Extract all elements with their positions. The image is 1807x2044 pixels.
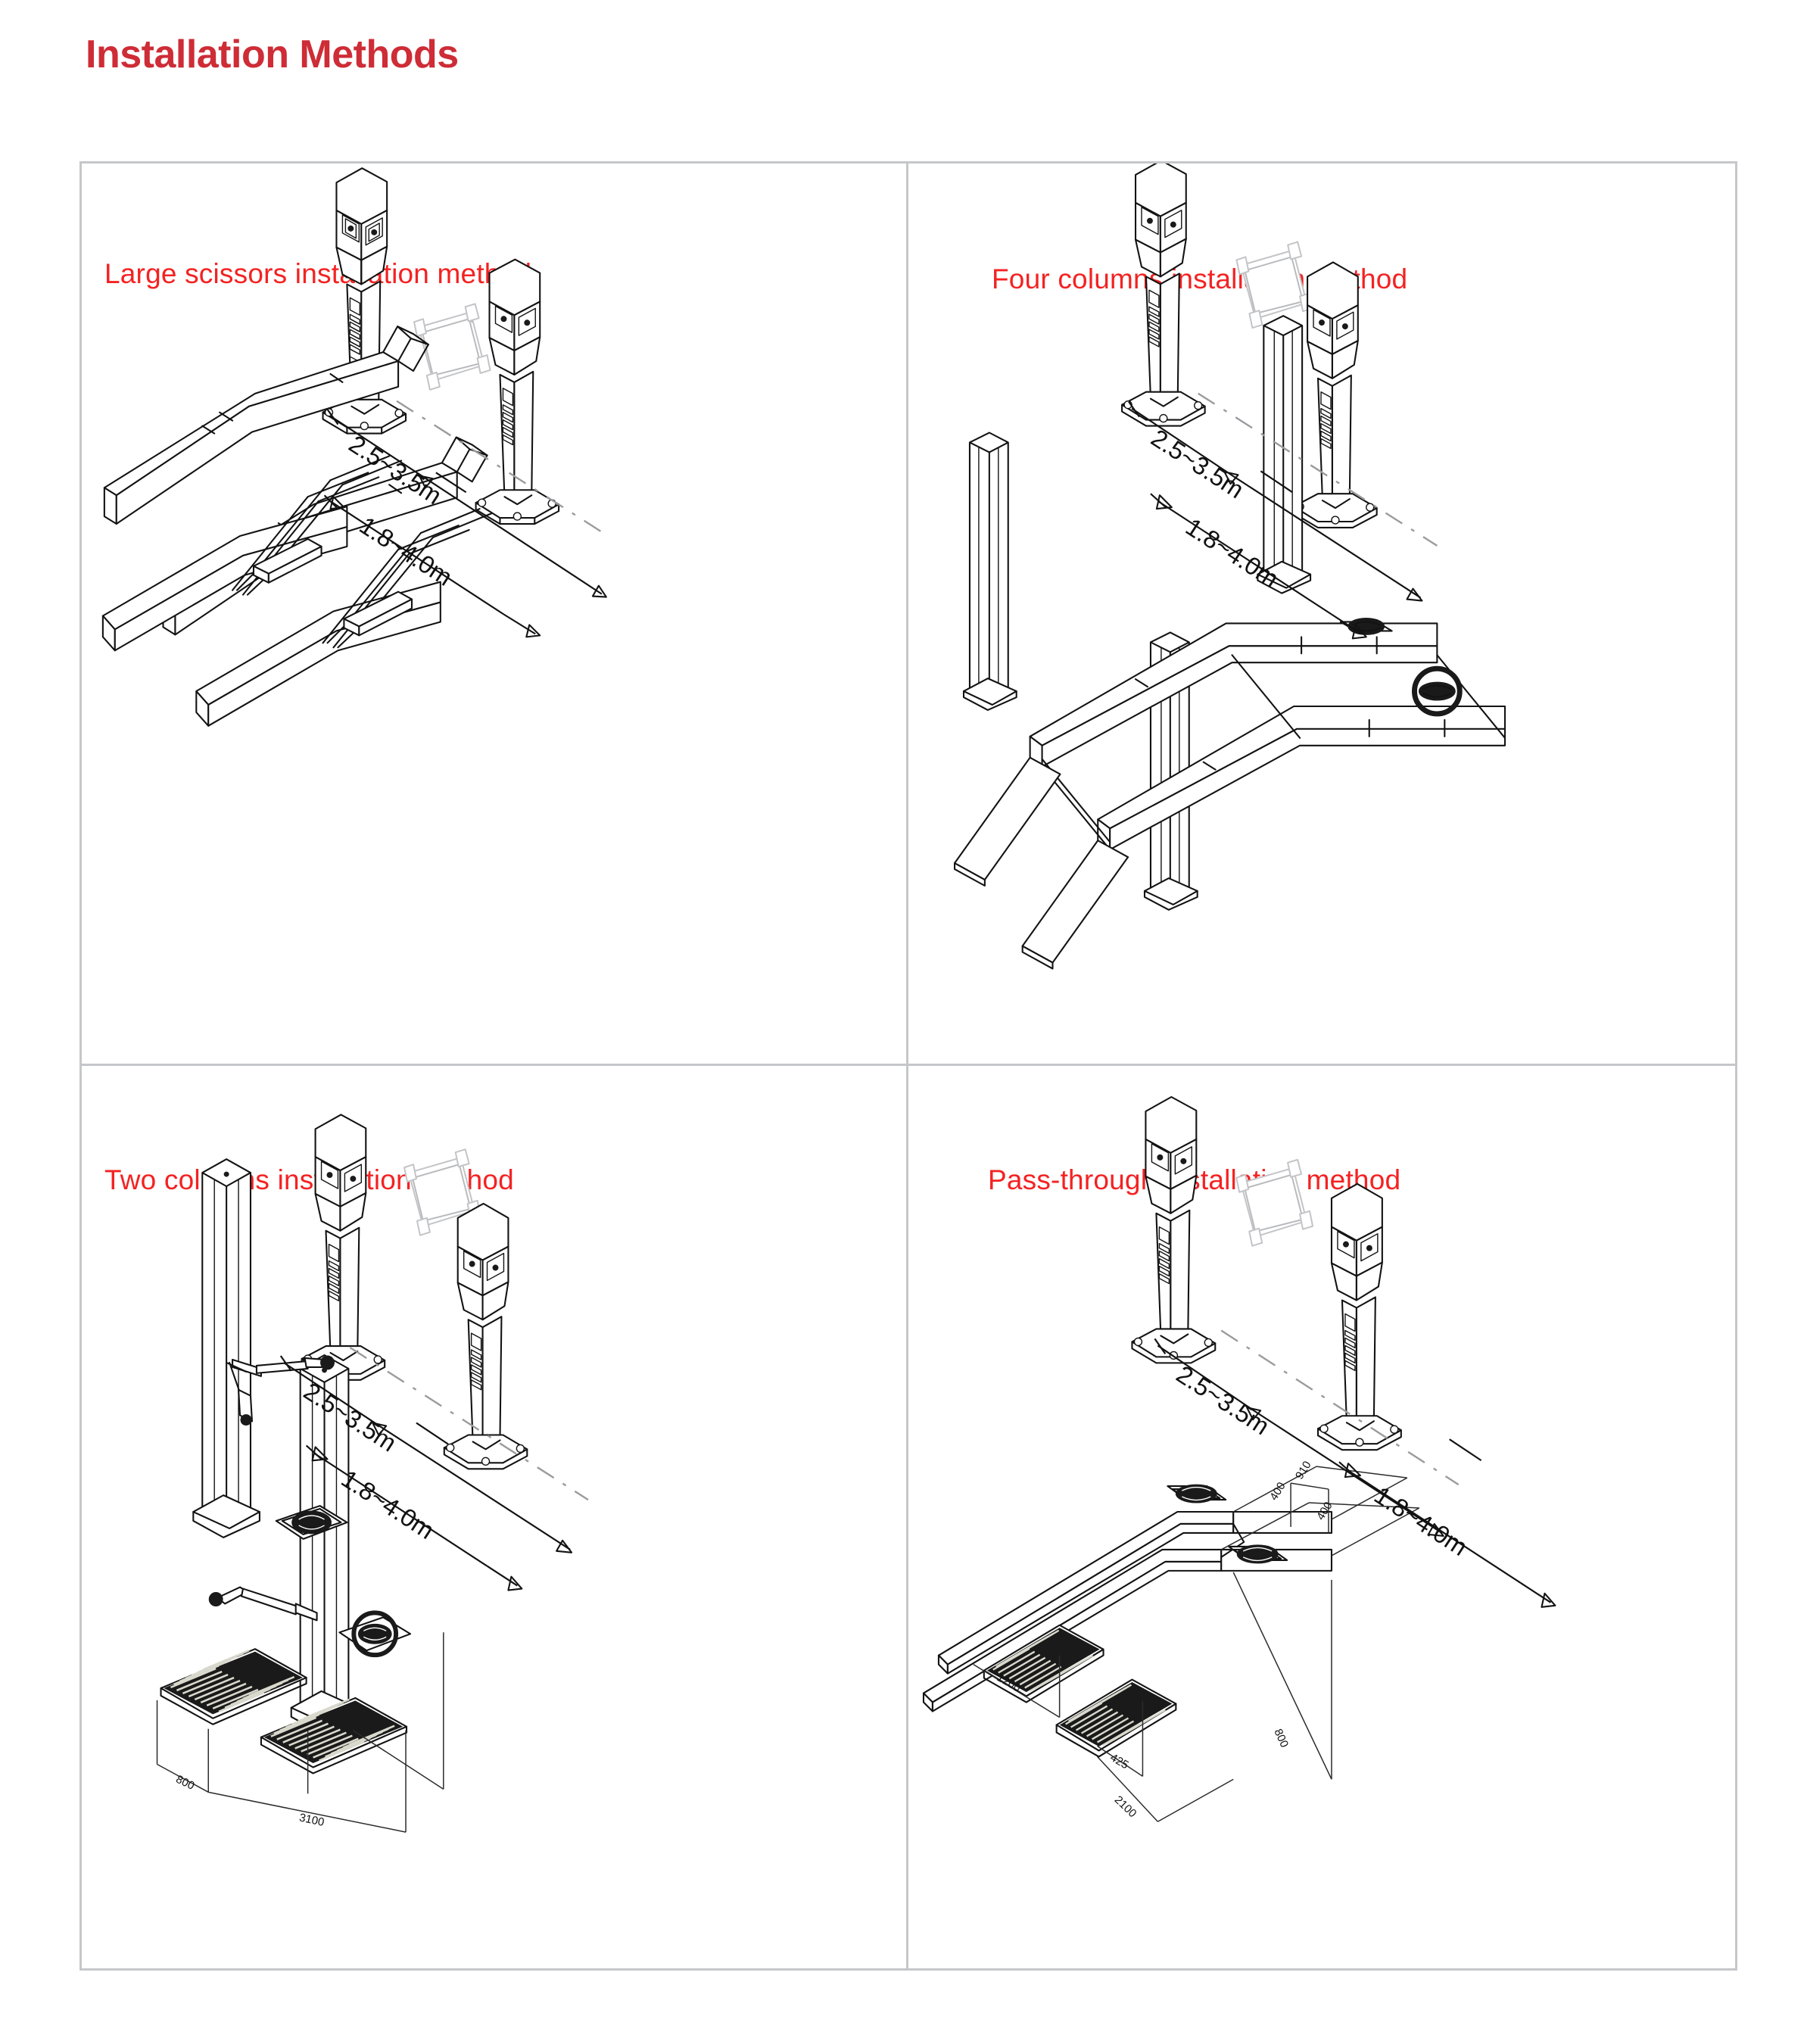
- camera-tower-rear: [475, 258, 560, 525]
- page-title: Installation Methods: [86, 33, 459, 76]
- turn-plate-2: [1228, 1544, 1288, 1564]
- turn-plate-1: [275, 1505, 348, 1540]
- dimension-tower-to-tower: 1.8~4.0m: [1338, 1438, 1556, 1608]
- dimension-label-2-5-3-5: 2.5~3.5m: [1146, 423, 1249, 503]
- camera-tower-front: [1131, 1095, 1217, 1364]
- dimension-label-2100: 800: [1271, 1727, 1291, 1750]
- turn-plate-2: [338, 1610, 412, 1658]
- turn-plate-2: [1411, 665, 1463, 717]
- two-post-lift: 800 3100: [156, 1158, 444, 1833]
- dimension-label-1-8-4-0: 1.8~4.0m: [355, 511, 458, 591]
- slip-plate-1: [983, 1624, 1104, 1703]
- panel-two-columns: Two columns installation method: [82, 1066, 908, 1968]
- diagram-two-columns: 800 3100 2.5~3.5m 1.8~4: [156, 1114, 589, 1833]
- slip-plate-2: [1055, 1678, 1177, 1758]
- camera-tower-rear: [1293, 261, 1378, 529]
- diagram-four-columns: 2.5~3.5m 1.8~4.0m: [953, 164, 1506, 970]
- pass-through-layout: 1200 425 2100 800 910 400 400: [922, 1459, 1420, 1822]
- target-plate-icon: [413, 303, 491, 391]
- target-plate-icon: [1235, 241, 1314, 329]
- dimension-label-425: 425: [1108, 1751, 1131, 1771]
- installation-methods-grid: Large scissors installation method: [79, 161, 1737, 1971]
- panel-pass-through: Pass-through installation method: [908, 1066, 1735, 1968]
- dimension-label-2-5-3-5: 2.5~3.5m: [1172, 1360, 1275, 1440]
- dimension-label-1-8-4-0: 1.8~4.0m: [337, 1464, 440, 1544]
- camera-tower-rear: [1316, 1182, 1402, 1451]
- camera-tower-rear: [443, 1202, 528, 1470]
- panel-four-columns: Four columns installation method: [908, 164, 1735, 1066]
- camera-tower-front: [1121, 164, 1206, 427]
- panel-label-large-scissors: Large scissors installation method: [104, 258, 532, 289]
- panel-large-scissors: Large scissors installation method: [82, 164, 908, 1066]
- slip-plate-1: [160, 1648, 307, 1725]
- dimension-label-910: 910: [1293, 1459, 1314, 1482]
- target-plate-icon: [1235, 1158, 1314, 1247]
- slip-plate-2: [260, 1697, 408, 1774]
- four-post-lift: [953, 315, 1506, 970]
- turn-plate-1: [1167, 1484, 1227, 1503]
- dimension-label-1-8-4-0: 1.8~4.0m: [1369, 1481, 1472, 1561]
- camera-tower-front: [301, 1114, 386, 1381]
- diagram-large-scissors: 2.5~3.5m 1.8~4.0m: [101, 167, 610, 727]
- dimension-label-3100: 3100: [298, 1811, 326, 1829]
- diagram-pass-through: 1200 425 2100 800 910 400 400: [922, 1095, 1556, 1822]
- dimension-label-800: 800: [174, 1773, 197, 1793]
